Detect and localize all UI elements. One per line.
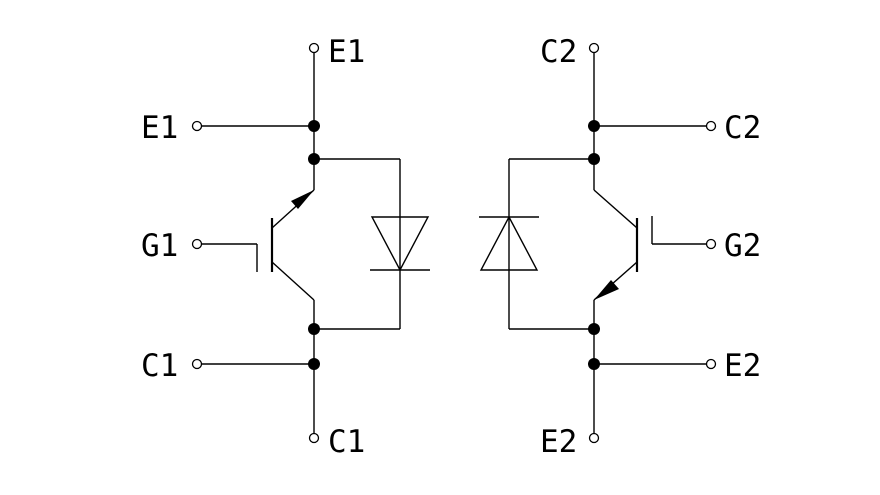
terminal-c1-bottom bbox=[308, 432, 320, 444]
igbt1-symbol bbox=[201, 189, 315, 301]
label-g1: G1 bbox=[141, 228, 178, 264]
label-g2: G2 bbox=[724, 228, 761, 264]
igbt2-emitter-arrow bbox=[594, 280, 619, 300]
terminal-e2-right bbox=[705, 358, 717, 370]
igbt1-circuit: E1 E1 G1 C1 C1 bbox=[141, 34, 430, 460]
junction-dot bbox=[588, 120, 600, 132]
label-c1-left: C1 bbox=[141, 348, 178, 384]
junction-dot bbox=[588, 323, 600, 335]
label-c1-bottom: C1 bbox=[328, 424, 365, 460]
label-e1-top: E1 bbox=[328, 34, 365, 70]
terminal-e2-bottom bbox=[588, 432, 600, 444]
terminal-g2 bbox=[705, 238, 717, 250]
junction-dot bbox=[308, 153, 320, 165]
igbt2-symbol bbox=[593, 189, 707, 301]
igbt1-emitter-arrow bbox=[291, 190, 314, 209]
terminal-c2-top bbox=[588, 42, 600, 54]
junction-dot bbox=[588, 358, 600, 370]
igbt2-circuit: C2 C2 G2 E2 E2 bbox=[479, 34, 761, 460]
diode2-symbol bbox=[479, 215, 539, 271]
diode1-symbol bbox=[370, 216, 430, 272]
junction-dot bbox=[308, 120, 320, 132]
terminal-g1 bbox=[191, 238, 203, 250]
terminal-c2-right bbox=[705, 120, 717, 132]
junction-dot bbox=[308, 358, 320, 370]
igbt2-collector-lead bbox=[593, 189, 638, 229]
terminal-c1-left bbox=[191, 358, 203, 370]
igbt1-collector-lead bbox=[271, 261, 315, 301]
label-e1-left: E1 bbox=[141, 110, 178, 146]
junction-dot bbox=[588, 153, 600, 165]
label-c2-right: C2 bbox=[724, 110, 761, 146]
junction-dot bbox=[308, 323, 320, 335]
terminal-e1-top bbox=[308, 42, 320, 54]
terminal-e1-left bbox=[191, 120, 203, 132]
label-e2-right: E2 bbox=[724, 348, 761, 384]
label-e2-bottom: E2 bbox=[540, 424, 577, 460]
label-c2-top: C2 bbox=[540, 34, 577, 70]
